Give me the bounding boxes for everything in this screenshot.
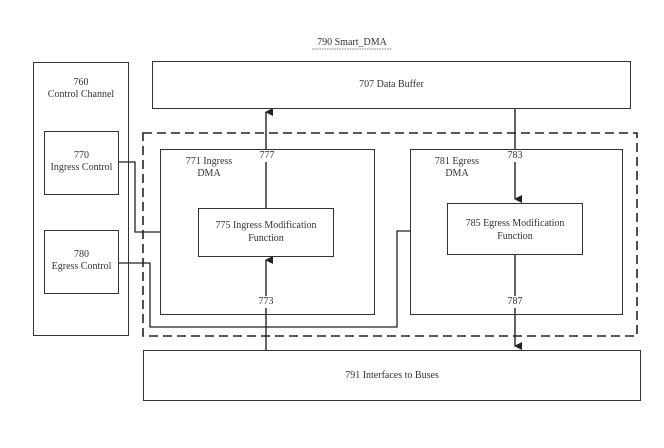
ingress-dma-label-1: 771 Ingress bbox=[185, 156, 233, 167]
control-channel-number: 760 bbox=[73, 77, 89, 88]
connector-783-label: 783 bbox=[504, 150, 526, 162]
egress-dma-block: 781 Egress DMA bbox=[410, 149, 623, 315]
ingress-control-block: 770 Ingress Control bbox=[44, 131, 119, 195]
diagram-title: 790 Smart_DMA bbox=[317, 37, 387, 48]
ingress-modification-block: 775 Ingress Modification Function bbox=[198, 208, 334, 257]
data-buffer-label: 707 Data Buffer bbox=[359, 79, 424, 90]
interfaces-label: 791 Interfaces to Buses bbox=[345, 370, 439, 381]
control-channel-block: 760 Control Channel bbox=[33, 62, 129, 336]
data-buffer-block: 707 Data Buffer bbox=[152, 61, 631, 109]
connector-787-label: 787 bbox=[504, 296, 526, 308]
egress-control-label: Egress Control bbox=[51, 261, 112, 272]
ingress-dma-label-2: DMA bbox=[197, 168, 221, 179]
egress-control-block: 780 Egress Control bbox=[44, 230, 119, 294]
egress-dma-label-1: 781 Egress bbox=[434, 156, 480, 167]
ingress-dma-block: 771 Ingress DMA bbox=[160, 149, 375, 315]
egress-mod-label-2: Function bbox=[497, 231, 533, 242]
ingress-control-number: 770 bbox=[74, 150, 89, 161]
egress-mod-label-1: 785 Egress Modification bbox=[465, 218, 565, 229]
egress-control-wire bbox=[118, 230, 410, 328]
ingress-mod-label-1: 775 Ingress Modification bbox=[215, 220, 317, 231]
interfaces-block: 791 Interfaces to Buses bbox=[143, 350, 641, 401]
ingress-mod-label-2: Function bbox=[248, 233, 284, 244]
connector-773-label: 773 bbox=[255, 296, 277, 308]
smart-dma-boundary bbox=[142, 132, 638, 337]
egress-dma-label-2: DMA bbox=[445, 168, 469, 179]
ingress-control-wire bbox=[118, 161, 160, 233]
control-channel-label: Control Channel bbox=[47, 89, 115, 100]
egress-control-number: 780 bbox=[74, 249, 89, 260]
connector-777-label: 777 bbox=[256, 150, 278, 162]
ingress-control-label: Ingress Control bbox=[50, 162, 113, 173]
egress-modification-block: 785 Egress Modification Function bbox=[447, 203, 583, 255]
